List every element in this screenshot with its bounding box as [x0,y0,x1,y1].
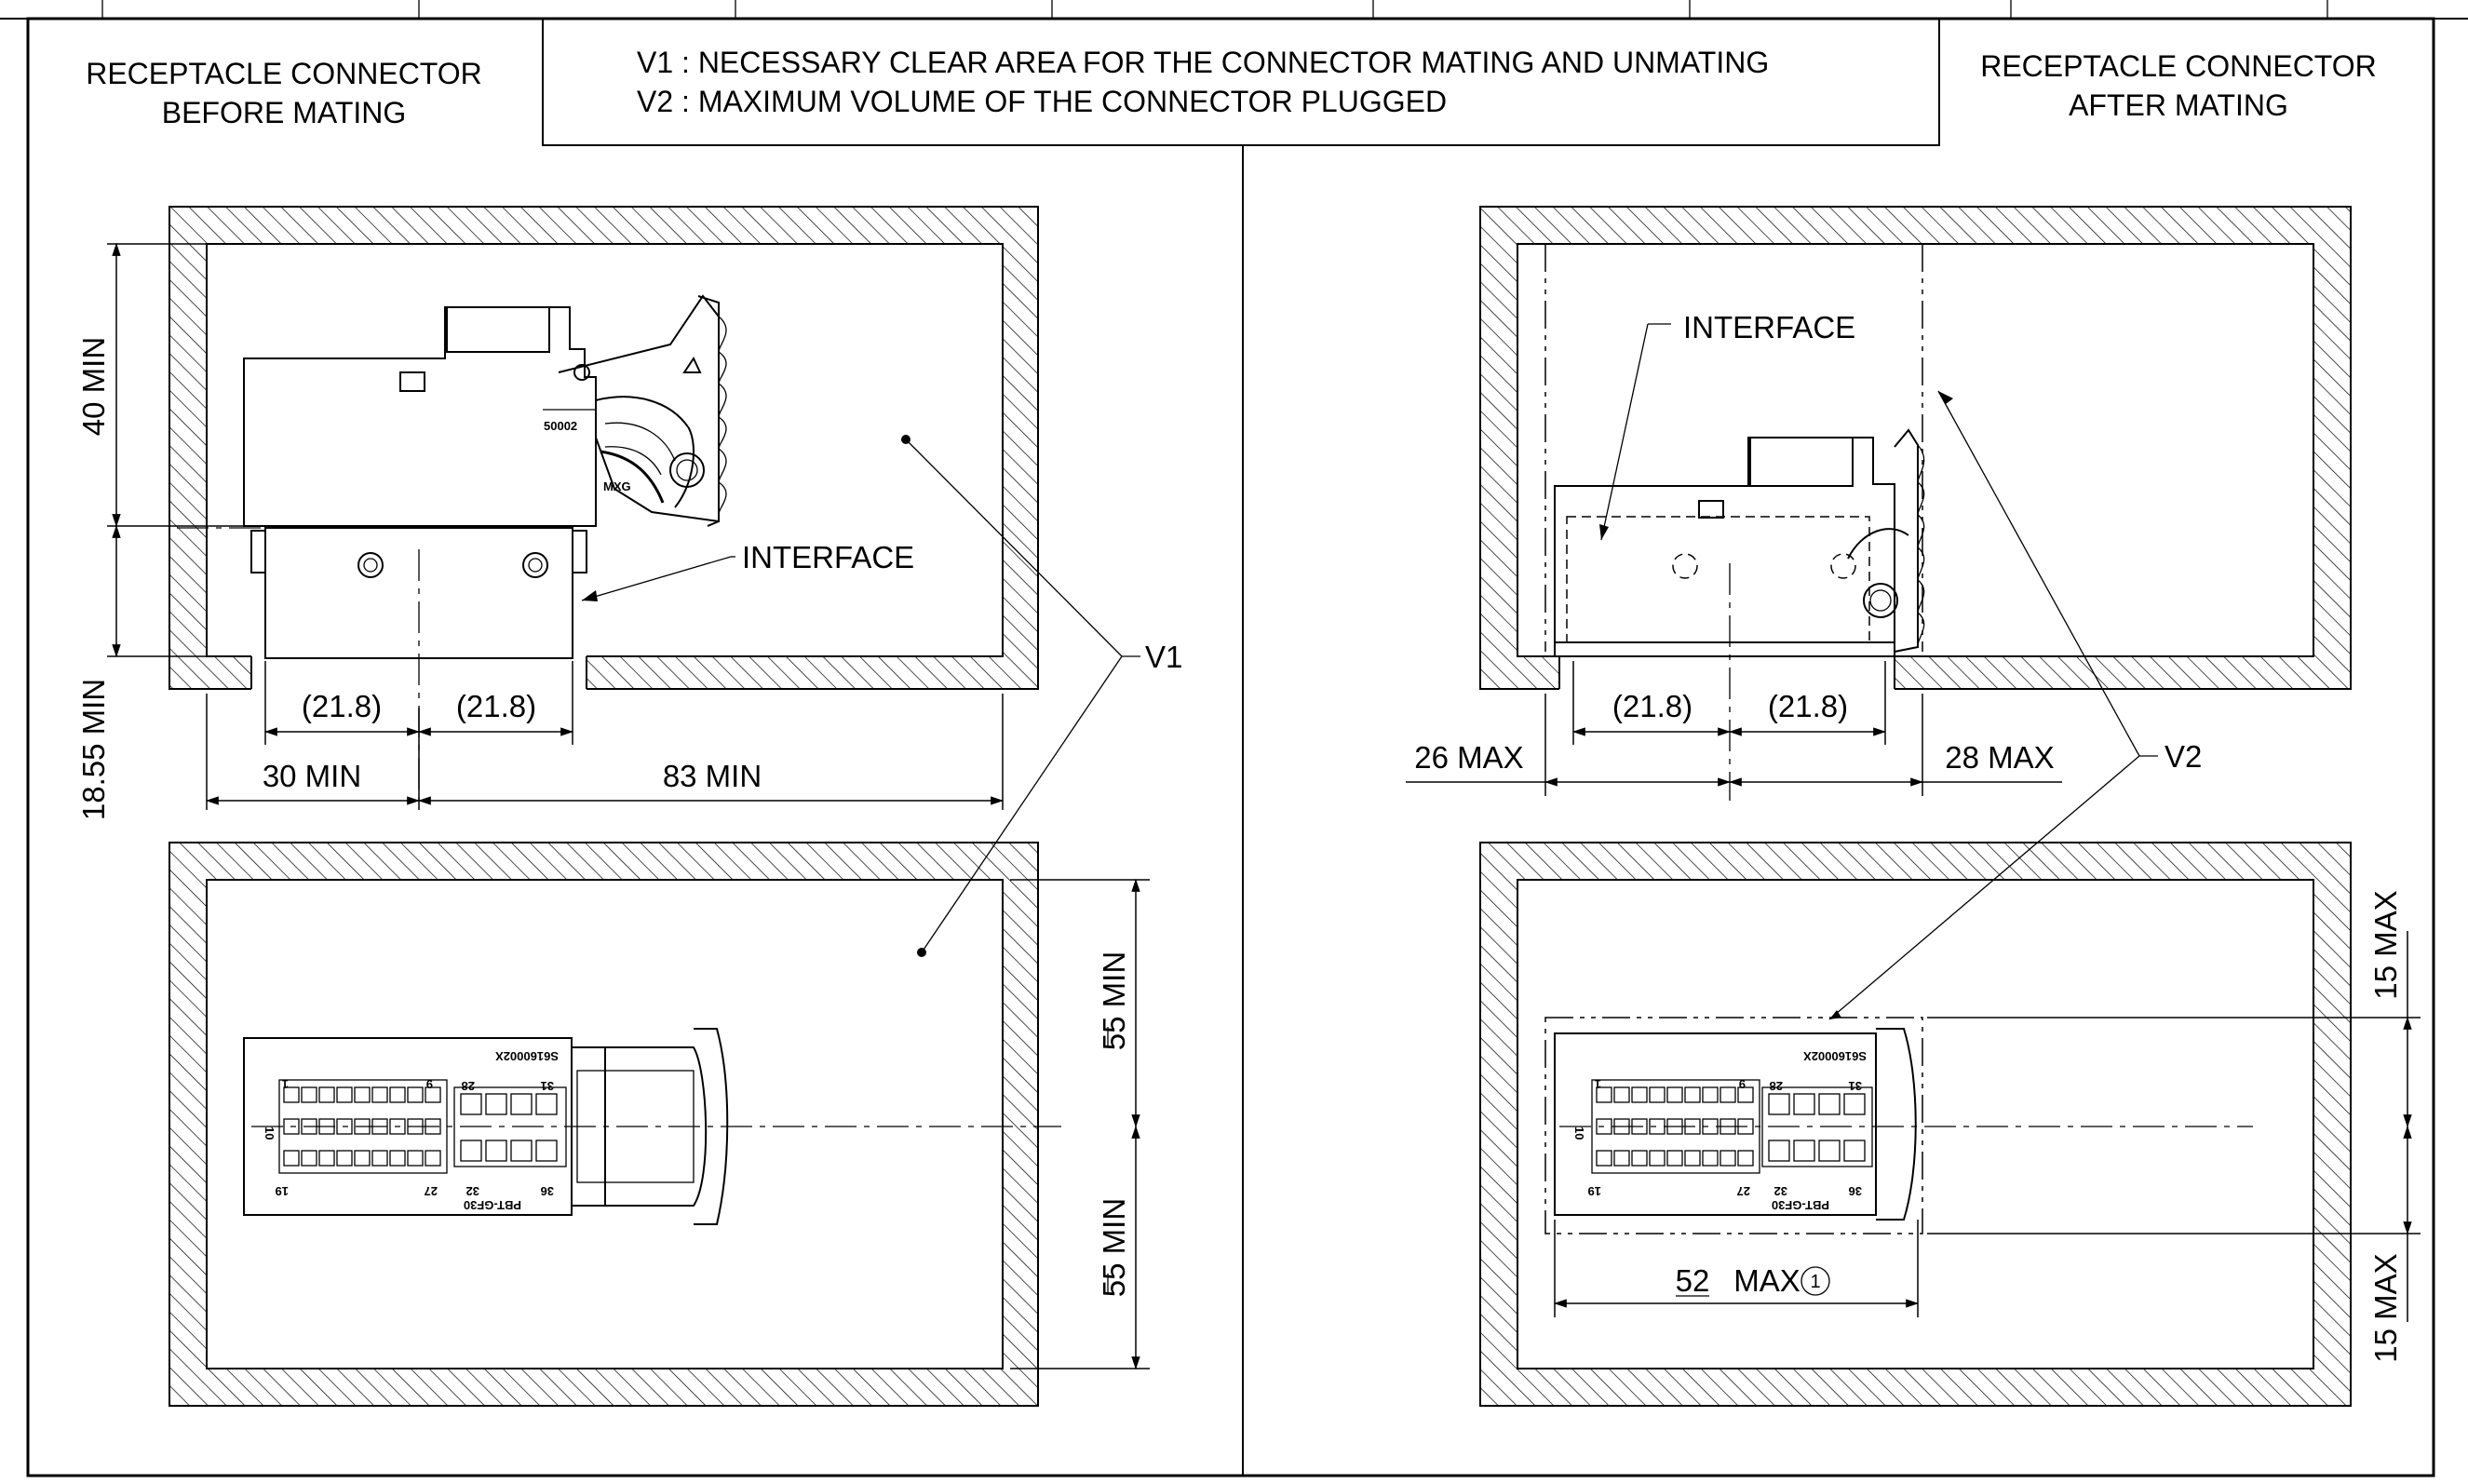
right-pin-rows [1596,1086,1866,1167]
pin-label-32-right: 32 [1774,1184,1787,1198]
dim-ref-b-right: (21.8) [1768,689,1848,723]
dim-ref-b: (21.8) [456,689,536,723]
pin-label-9: 9 [426,1077,433,1091]
pin-label-19-right: 19 [1588,1184,1601,1198]
header-right: RECEPTACLE CONNECTOR AFTER MATING [1980,49,2377,122]
part-mark: 50002 [544,419,577,433]
material-label-right: PBT-GF30 [1772,1198,1829,1212]
header-left-line2: BEFORE MATING [162,96,407,129]
pin-label-19: 19 [276,1184,289,1198]
pin-label-27-right: 27 [1737,1184,1750,1198]
pin-label-31-right: 31 [1849,1079,1862,1093]
header-left: RECEPTACLE CONNECTOR BEFORE MATING [86,57,482,129]
pin-label-36-right: 36 [1849,1184,1862,1198]
pin-label-31: 31 [541,1079,554,1093]
connector-mark: MXG [603,479,631,493]
v1-leaders: V1 [901,435,1182,957]
dim-ref-a: (21.8) [302,689,382,723]
v2-leaders: V2 [1828,390,2202,1020]
pin-label-10: 10 [263,1126,276,1140]
dim-52-value: 52 [1676,1263,1710,1298]
label-interface-right: INTERFACE [1683,310,1855,344]
dim-40-min: 40 MIN [76,337,111,436]
dim-26-max: 26 MAX [1414,740,1523,775]
right-top-dimensions: INTERFACE (21.8) (21.8) 26 MAX 28 MAX [1406,310,2062,796]
right-top-connector [1544,244,1925,801]
header-center-line1: V1 : NECESSARY CLEAR AREA FOR THE CONNEC… [637,46,1769,79]
dim-15-max-upper: 15 MAX [2368,890,2403,999]
dim-18-55-min: 18.55 MIN [76,679,111,820]
dim-83-min: 83 MIN [663,759,762,793]
pin-label-1-right: 1 [1595,1077,1601,1091]
note-circle-1: 1 [1810,1272,1820,1292]
label-interface-left: INTERFACE [742,540,914,574]
left-top-clearance-box [169,206,1039,690]
header-center: V1 : NECESSARY CLEAR AREA FOR THE CONNEC… [637,46,1769,118]
left-top-dimensions: 40 MIN 18.55 MIN (21.8) (21.8) 30 MIN 83… [76,242,1005,820]
material-label: PBT-GF30 [464,1198,521,1212]
label-v2: V2 [2165,739,2202,774]
dim-ref-a-right: (21.8) [1612,689,1693,723]
right-bottom-clearance-box [1479,842,2352,1407]
right-bottom-connector: 1 9 28 31 10 19 27 32 36 S6160002X PBT-G… [1544,1017,2253,1234]
left-pin-rows [283,1086,558,1167]
pin-label-1: 1 [282,1077,289,1091]
right-bottom-dimensions: 15 MAX 15 MAX 52 MAX 1 [1553,890,2421,1363]
right-top-clearance-box [1479,206,2352,690]
dim-15-max-lower: 15 MAX [2368,1253,2403,1362]
dim-55-min-upper: 55 MIN [1097,951,1131,1050]
pin-label-9-right: 9 [1739,1077,1746,1091]
header-right-line1: RECEPTACLE CONNECTOR [1980,49,2377,83]
header-center-line2: V2 : MAXIMUM VOLUME OF THE CONNECTOR PLU… [637,85,1447,118]
pin-label-32: 32 [466,1184,479,1198]
pin-label-27: 27 [425,1184,438,1198]
dim-30-min: 30 MIN [263,759,361,793]
left-bottom-connector: 1 9 28 31 10 19 27 32 36 S6160002X PBT-G… [243,1028,1061,1225]
dim-28-max: 28 MAX [1945,740,2054,775]
dim-55-min-lower: 55 MIN [1097,1198,1131,1297]
part-number-label-right: S6160002X [1803,1049,1867,1063]
pin-label-28: 28 [462,1079,475,1093]
pin-label-28-right: 28 [1770,1079,1783,1093]
left-bottom-dimensions: 55 MIN 55 MIN [1010,878,1150,1370]
pin-label-36: 36 [541,1184,554,1198]
left-top-connector: MXG 50002 [177,294,727,801]
header-left-line1: RECEPTACLE CONNECTOR [86,57,482,90]
dim-52-suffix: MAX [1733,1263,1800,1298]
part-number-label: S6160002X [495,1049,559,1063]
label-v1: V1 [1145,640,1182,674]
pin-label-10-right: 10 [1572,1126,1586,1140]
left-bottom-clearance-box [169,842,1039,1407]
header-right-line2: AFTER MATING [2069,88,2288,122]
